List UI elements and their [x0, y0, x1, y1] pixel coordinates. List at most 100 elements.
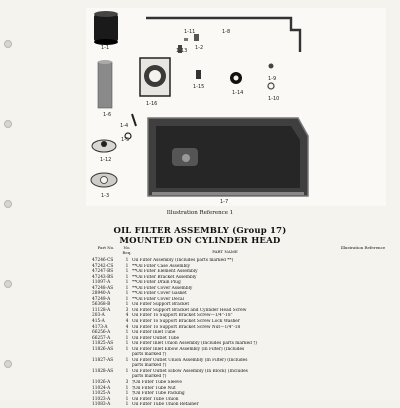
- quantity: 4: [125, 313, 129, 319]
- part-name: **Oil Filter Drain Plug: [132, 280, 181, 286]
- part-name-header: PART NAME: [212, 249, 238, 254]
- part-number: 11826-AS: [92, 346, 114, 352]
- part-number: 11023-A: [92, 396, 111, 402]
- filter-cover-drawing: [91, 139, 117, 153]
- quantity: 1: [125, 274, 129, 280]
- part-name: Oil Filter Inlet Tube: [132, 330, 176, 336]
- part-name: parts marked †): [132, 352, 167, 358]
- part-name: Oil Filter Tube Union: [132, 396, 179, 402]
- washer-drawing: [230, 72, 242, 84]
- part-number: 47247-BS: [92, 269, 114, 275]
- quantity: 1: [125, 302, 129, 308]
- figure-label: 1-8: [222, 29, 231, 35]
- filter-element-drawing: [97, 60, 113, 109]
- part-number: 47249-A: [92, 296, 111, 302]
- part-name: Oil Filter Outlet Elbow Assembly (In Blo…: [132, 368, 248, 374]
- binder-hole: [4, 40, 12, 48]
- part-number: 66257-A: [92, 335, 111, 341]
- part-number: 11825-AS: [92, 341, 114, 347]
- part-number: 66256-A: [92, 330, 111, 336]
- part-name: Oil Filter Support Bracket: [132, 302, 190, 308]
- part-number: 11097-A: [92, 280, 111, 286]
- quantity: 1: [125, 296, 129, 302]
- figure-label: 1-16: [146, 101, 158, 107]
- parts-illustration: [86, 8, 386, 206]
- figure-label: 1-13: [176, 48, 188, 54]
- binder-hole: [4, 120, 12, 128]
- qty-header: No. Req.: [122, 245, 132, 255]
- quantity: 3: [125, 380, 129, 386]
- quantity: 3: [125, 307, 129, 313]
- table-row: 11025-A 1†Oil Filter Tube Packing: [92, 391, 392, 397]
- part-number: 47246-CS: [92, 258, 114, 263]
- binder-hole: [4, 280, 12, 288]
- quantity: 1: [125, 346, 129, 352]
- quantity: 1: [125, 280, 129, 286]
- part-name: **Oil Filter Case Assembly: [132, 263, 190, 269]
- figure-label: 1-6: [103, 112, 112, 118]
- quantity: 4: [125, 324, 129, 330]
- part-number: 415-A: [92, 319, 105, 325]
- quantity: 1: [125, 269, 129, 275]
- screw-drawing: [131, 113, 137, 127]
- quantity: 1: [125, 258, 129, 263]
- part-number: 11026-A: [92, 380, 111, 386]
- part-name: Oil Filter To Support Bracket Screw Lock…: [132, 319, 240, 325]
- part-name: †Oil Filter Tube Nut: [132, 385, 176, 391]
- figure-label: 1-2: [195, 45, 204, 51]
- figure-label: 1-12: [100, 157, 112, 163]
- quantity: 1: [125, 341, 129, 347]
- quantity: 1: [125, 335, 129, 341]
- quantity: 1: [125, 263, 129, 269]
- cover-bracket-drawing: [139, 57, 171, 97]
- table-row: parts marked †): [92, 352, 392, 358]
- part-number: 4173-A: [92, 324, 108, 330]
- part-number: 11025-A: [92, 391, 111, 397]
- lock-washer-drawing: [267, 82, 275, 90]
- part-name: Oil Filter To Support Bracket Screw Nut—…: [132, 324, 241, 330]
- part-no-header: Part No.: [97, 245, 115, 250]
- part-name: parts marked †): [132, 363, 167, 369]
- part-number: 11128-A: [92, 307, 111, 313]
- figure-label: 1-4: [120, 123, 129, 129]
- figure-label: 1-15: [193, 84, 205, 90]
- part-number: 47242-CS: [92, 263, 114, 269]
- figure-label: 1-3: [101, 193, 110, 199]
- part-number: 28940-A: [92, 291, 111, 297]
- part-number: 56368-B: [92, 302, 111, 308]
- part-name: †Oil Filter Tube Sleeve: [132, 380, 182, 386]
- figure-label: 1-10: [268, 96, 280, 102]
- section-subtitle: MOUNTED ON CYLINDER HEAD: [119, 236, 281, 246]
- illustration-reference-header: Illustration Reference: [340, 245, 386, 250]
- figure-label: 1-7: [220, 199, 229, 205]
- quantity: 1: [125, 330, 129, 336]
- table-row: 47242-CS 1**Oil Filter Case Assembly: [92, 264, 392, 270]
- part-name: **Oil Filter Bracket Assembly: [132, 274, 197, 280]
- binder-hole: [4, 360, 12, 368]
- figure-label: 1-9: [268, 76, 277, 82]
- part-name: Oil Filter To Support Bracket Screw—1/4"…: [132, 313, 233, 319]
- table-row: 11026-A 3†Oil Filter Tube Sleeve: [92, 380, 392, 386]
- part-number: 47248-AS: [92, 285, 114, 291]
- quantity: 1: [125, 391, 129, 397]
- part-name: **Oil Filter Element Assembly: [132, 269, 198, 275]
- part-name: †Oil Filter Tube Packing: [132, 391, 185, 397]
- binder-holes: [0, 0, 14, 400]
- part-number: 203-A: [92, 313, 105, 319]
- part-name: Oil Filter Outlet Union Assembly (In Fil…: [132, 357, 248, 363]
